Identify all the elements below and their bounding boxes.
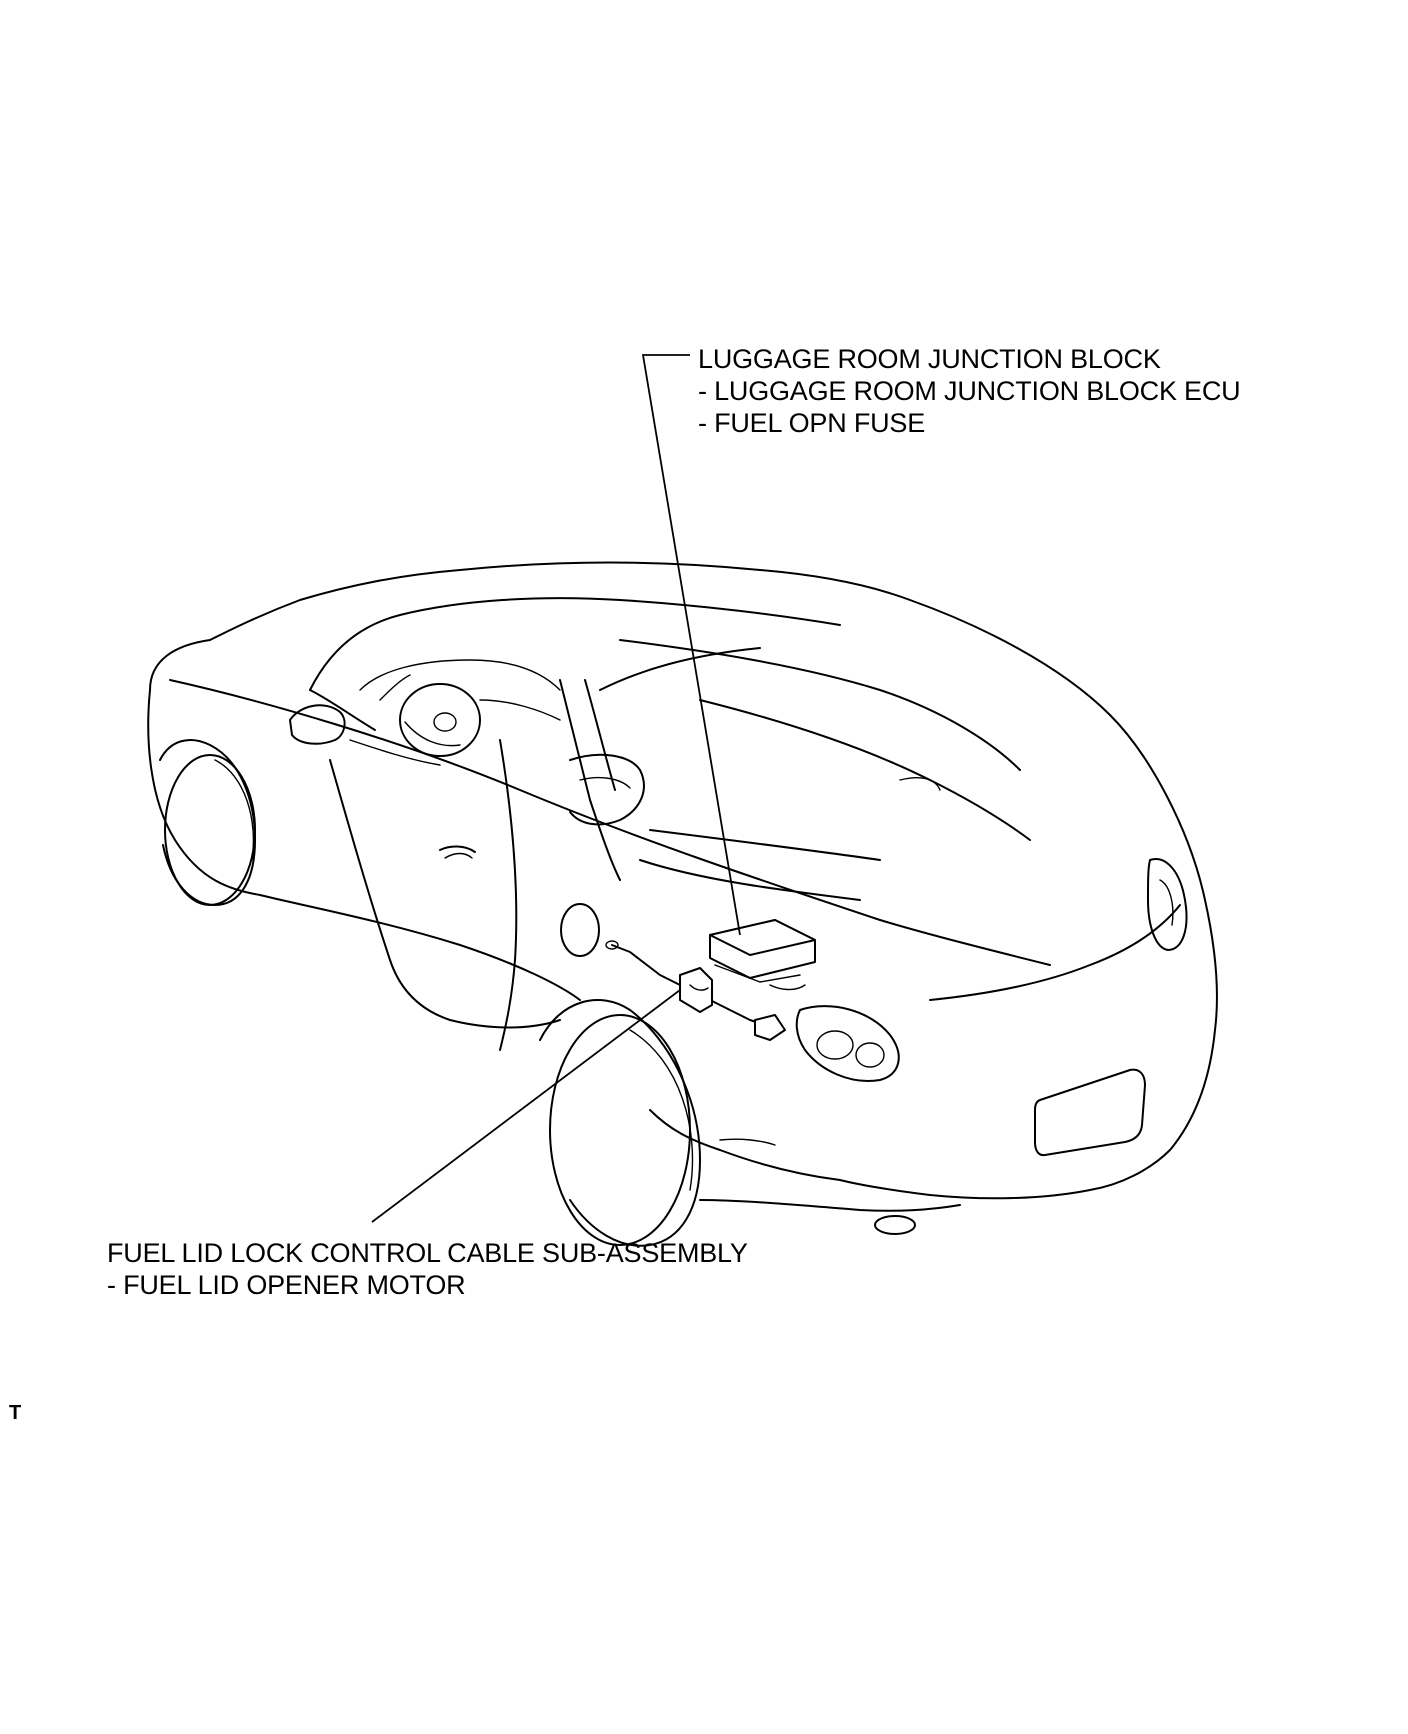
callout-line: - LUGGAGE ROOM JUNCTION BLOCK ECU (698, 376, 1241, 406)
leader-line-fuel-lid (371, 989, 681, 1223)
luggage-room-junction-block-part (709, 919, 816, 991)
callout-line: - FUEL LID OPENER MOTOR (107, 1270, 466, 1300)
fuel-lid-opener-motor-part (605, 940, 786, 1041)
fuel-lid-lock-control-cable-callout: FUEL LID LOCK CONTROL CABLE SUB-ASSEMBLY… (107, 1237, 748, 1301)
luggage-room-junction-block-callout: LUGGAGE ROOM JUNCTION BLOCK - LUGGAGE RO… (698, 343, 1241, 439)
leader-line-luggage-room (641, 354, 741, 936)
callout-line: FUEL LID LOCK CONTROL CABLE SUB-ASSEMBLY (107, 1238, 748, 1268)
callout-line: LUGGAGE ROOM JUNCTION BLOCK (698, 344, 1161, 374)
corner-mark: T (9, 1402, 22, 1424)
car-illustration (147, 561, 1218, 1247)
leader-lines (371, 354, 741, 1223)
callout-line: - FUEL OPN FUSE (698, 408, 926, 438)
